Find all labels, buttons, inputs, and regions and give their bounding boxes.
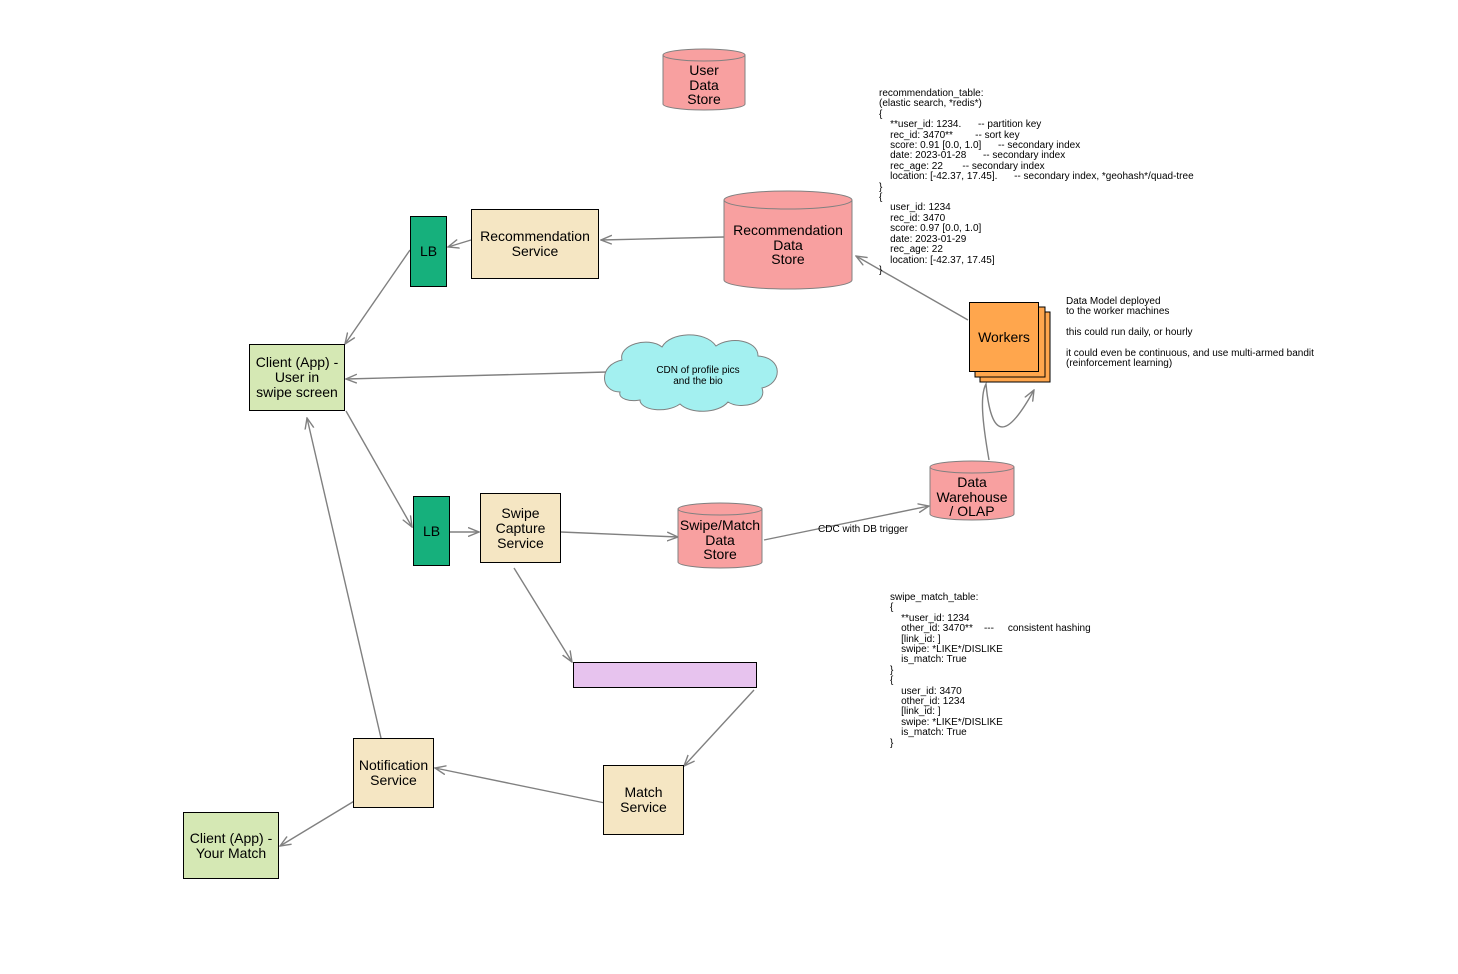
edge-lb-to-client — [345, 249, 411, 344]
load-balancer-top[interactable]: LB — [410, 216, 447, 287]
user-data-store[interactable]: User Data Store — [687, 62, 721, 108]
swipe-capture-service[interactable]: Swipe Capture Service — [480, 493, 561, 563]
edge-cdn-to-client — [346, 371, 608, 379]
recommendation-data-store[interactable]: Recommendation Data Store — [733, 222, 843, 268]
recommendation-data-store-shape — [723, 190, 853, 290]
cdc-edge-label: CDC with DB trigger — [818, 524, 909, 535]
edge-match-to-notification — [435, 768, 606, 804]
swipe-match-data-store-shape — [677, 502, 763, 569]
edge-swipecapture-to-queue — [513, 567, 572, 662]
edge-swipecapture-to-swipestore — [560, 531, 678, 537]
client-your-match[interactable]: Client (App) - Your Match — [183, 812, 279, 879]
edge-notification-to-client — [307, 418, 382, 739]
swipe-match-table-note: swipe_match_table: { **user_id: 1234 oth… — [890, 592, 1091, 749]
notification-service[interactable]: Notification Service — [353, 738, 434, 808]
edge-recservice-to-lb — [448, 240, 472, 247]
swipe-match-data-store[interactable]: Swipe/Match Data Store — [679, 517, 761, 563]
data-warehouse[interactable]: Data Warehouse / OLAP — [936, 474, 1008, 520]
edge-recstore-to-recservice — [601, 237, 725, 240]
cdn-profile-pics[interactable]: CDN of profile pics and the bio — [656, 364, 740, 388]
data-warehouse-shape — [929, 460, 1015, 521]
workers-note: Data Model deployed to the worker machin… — [1066, 296, 1314, 370]
edge-warehouse-to-workers — [981, 381, 1034, 461]
edge-client-to-lb — [345, 410, 412, 527]
user-data-store-shape — [662, 48, 746, 111]
edge-notification-to-yourmatch — [280, 799, 357, 846]
edge-swipestore-to-warehouse — [763, 506, 929, 541]
edge-workers-to-recstore — [856, 256, 969, 321]
recommendation-service[interactable]: Recommendation Service — [471, 209, 599, 279]
match-service[interactable]: Match Service — [603, 765, 684, 835]
cdn-cloud-shape — [604, 334, 778, 412]
edge-queue-to-match — [684, 689, 755, 766]
workers[interactable]: Workers — [969, 302, 1039, 372]
message-queue[interactable] — [573, 662, 757, 688]
client-swipe-screen[interactable]: Client (App) - User in swipe screen — [249, 344, 345, 411]
load-balancer-bottom[interactable]: LB — [413, 496, 450, 566]
recommendation-table-note: recommendation_table: (elastic search, *… — [879, 88, 1194, 276]
